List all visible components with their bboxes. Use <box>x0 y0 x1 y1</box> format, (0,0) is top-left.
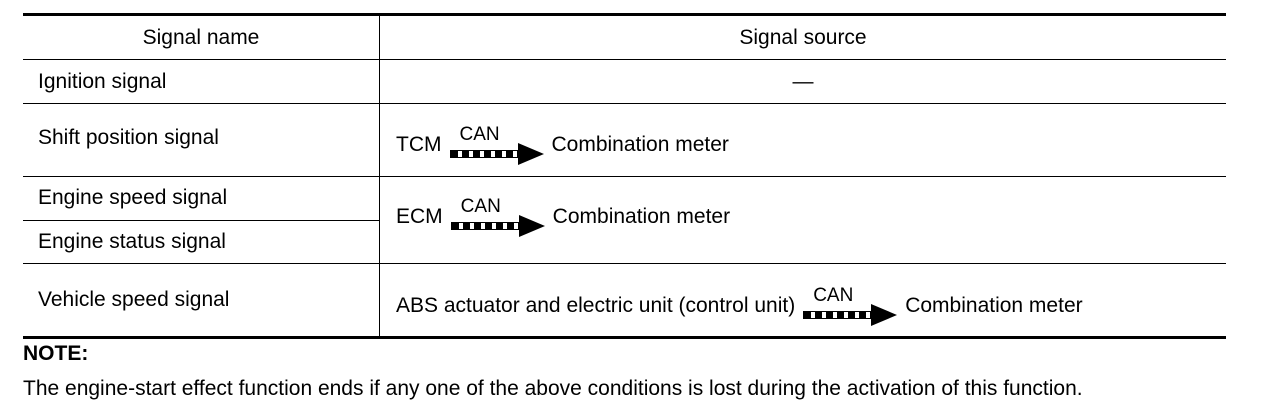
table-row: Engine speed signal Engine status signal… <box>23 176 1226 263</box>
source-from: TCM <box>396 133 442 156</box>
can-line <box>449 150 520 158</box>
signal-name-engine-status: Engine status signal <box>23 219 379 264</box>
can-arrow-icon: CAN <box>449 124 546 165</box>
can-label: CAN <box>813 285 854 306</box>
header-signal-name: Signal name <box>23 16 380 59</box>
can-line <box>803 311 874 319</box>
arrow-head-icon <box>871 304 898 326</box>
table-row: Shift position signal TCM CAN Combinatio… <box>23 103 1226 176</box>
source-to: Combination meter <box>552 205 731 228</box>
table-row: Vehicle speed signal ABS actuator and el… <box>23 263 1226 336</box>
signal-source-cell: — <box>792 69 814 93</box>
signal-source-cell: TCM CAN Combination meter <box>380 104 1226 176</box>
signal-flow: TCM CAN Combination meter <box>396 124 729 165</box>
source-to: Combination meter <box>551 133 729 156</box>
signal-source-cell: ABS actuator and electric unit (control … <box>380 264 1226 336</box>
signal-source-cell: ECM CAN Combination meter <box>380 177 1226 263</box>
can-label: CAN <box>459 124 500 145</box>
signal-name-cell: Vehicle speed signal <box>23 264 380 336</box>
signal-name-engine-speed: Engine speed signal <box>38 186 228 210</box>
header-signal-source: Signal source <box>739 25 867 49</box>
source-from: ECM <box>396 205 443 228</box>
source-from: ABS actuator and electric unit (control … <box>396 294 796 317</box>
signal-name-cell: Ignition signal <box>23 60 380 103</box>
can-arrow-icon: CAN <box>450 196 547 237</box>
can-label: CAN <box>460 196 501 217</box>
can-line <box>450 222 521 230</box>
note-text: The engine-start effect function ends if… <box>23 377 1083 400</box>
signal-flow: ABS actuator and electric unit (control … <box>396 285 1083 326</box>
can-arrow-icon: CAN <box>803 285 899 326</box>
signal-name-cell: Engine speed signal Engine status signal <box>23 177 380 263</box>
signal-name-cell: Shift position signal <box>23 104 380 176</box>
note-title: NOTE: <box>23 342 89 365</box>
signal-flow: ECM CAN Combination meter <box>396 196 731 237</box>
signal-table: Signal name Signal source Ignition signa… <box>23 13 1226 339</box>
table-header-row: Signal name Signal source <box>23 16 1226 59</box>
table-row: Ignition signal — <box>23 59 1226 103</box>
arrow-head-icon <box>518 215 545 237</box>
source-to: Combination meter <box>905 294 1083 317</box>
arrow-head-icon <box>517 143 544 165</box>
